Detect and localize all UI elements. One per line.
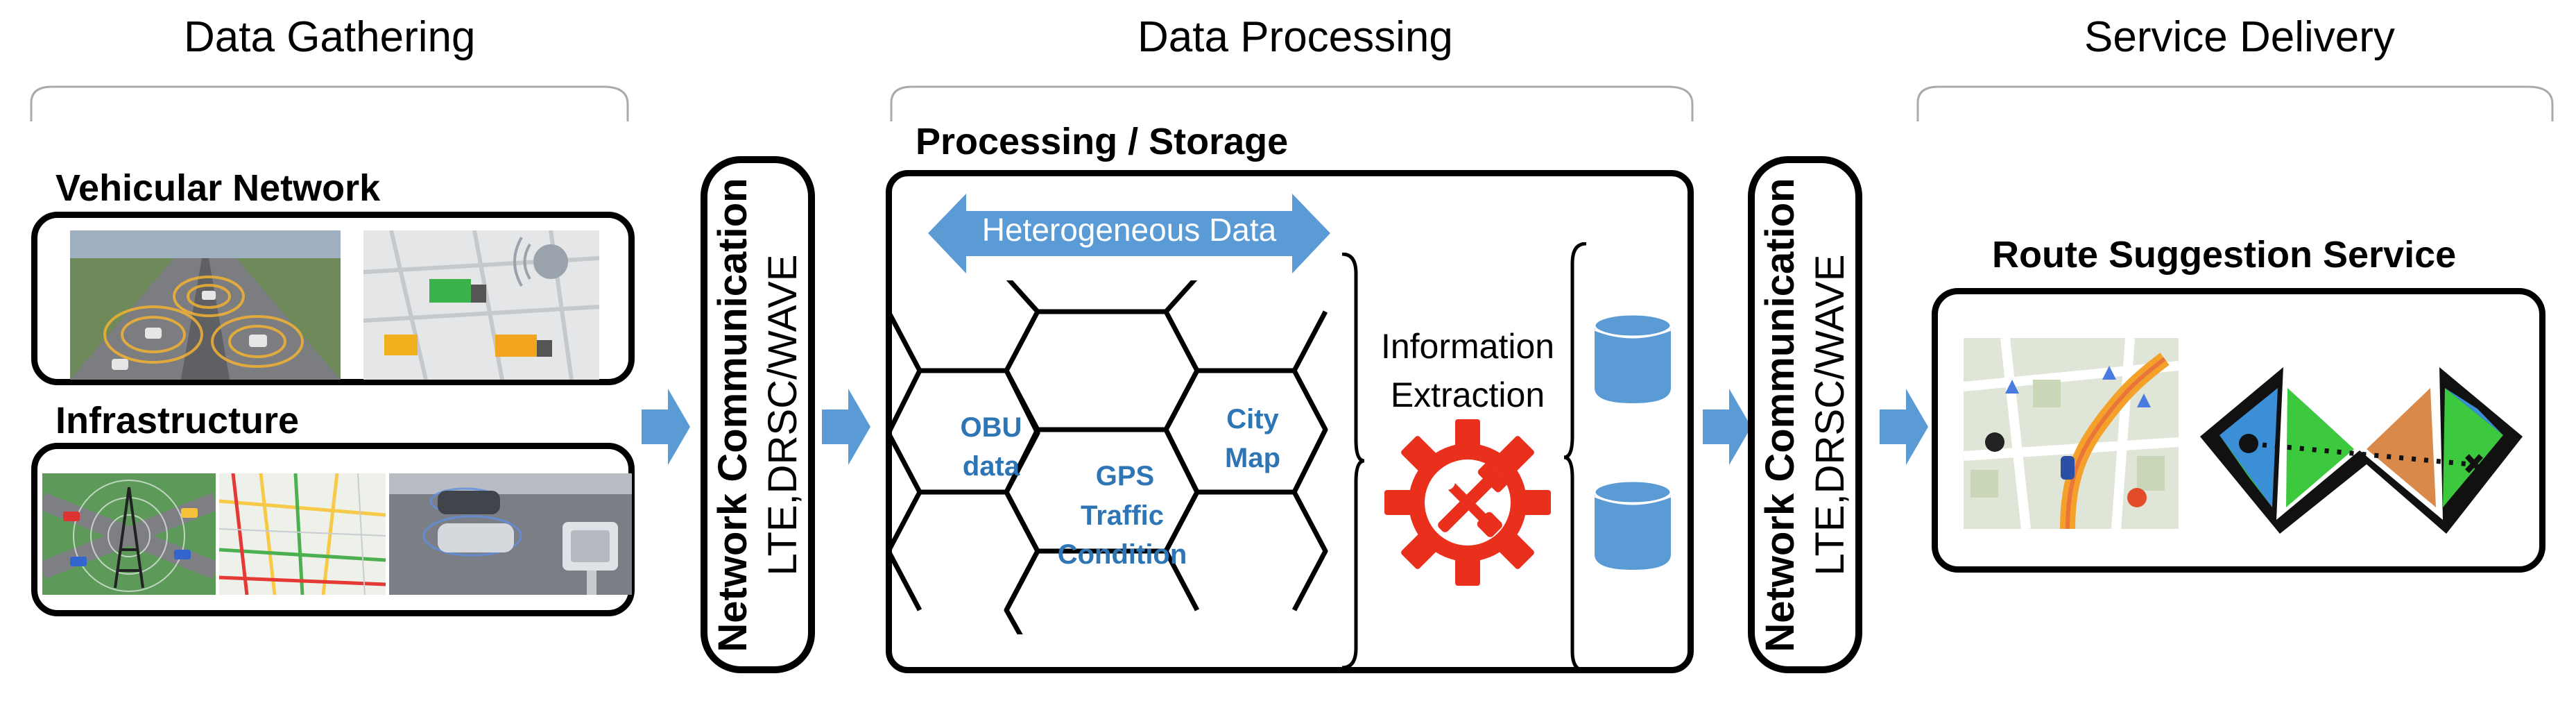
database-icon xyxy=(1593,313,1672,403)
network-title: Network Communication xyxy=(710,177,755,652)
hex-label-city-line2: Map xyxy=(1225,443,1280,473)
information-extraction-line2: Extraction xyxy=(1390,375,1545,414)
flow-arrow-4 xyxy=(1880,389,1928,465)
navigation-app-photo xyxy=(1964,338,2179,529)
hex-label-obu-line1: OBU xyxy=(960,412,1022,443)
stage-title-processing: Data Processing xyxy=(1137,13,1453,61)
network-communication-box-left: Network Communication LTE,DRSC/WAVE xyxy=(701,156,815,673)
highway-photo xyxy=(70,230,341,380)
hex-label-traffic: Traffic Condition xyxy=(1058,496,1187,574)
hex-label-traffic-line2: Condition xyxy=(1057,539,1187,570)
hex-label-obu-line2: data xyxy=(962,451,1020,482)
stage-title-delivery: Service Delivery xyxy=(2084,13,2395,61)
network-communication-text-left: Network Communication LTE,DRSC/WAVE xyxy=(708,172,808,658)
hex-grid xyxy=(892,280,1328,634)
network-protocols: LTE,DRSC/WAVE xyxy=(759,254,805,575)
heterogeneous-data-label: Heterogeneous Data xyxy=(981,212,1277,248)
processing-storage-box: Heterogeneous Data GPS OBU data City Map… xyxy=(886,170,1694,673)
information-extraction-line1: Information xyxy=(1380,327,1555,366)
brace-delivery xyxy=(1916,85,2554,121)
route-suggestion-box xyxy=(1932,288,2545,573)
heterogeneous-data-arrow xyxy=(928,194,1330,273)
network-protocols: LTE,DRSC/WAVE xyxy=(1807,254,1853,575)
processing-storage-label: Processing / Storage xyxy=(916,121,1289,162)
flow-arrow-2 xyxy=(822,389,870,465)
hex-label-obu: OBU data xyxy=(961,408,1022,486)
hex-label-traffic-line1: Traffic xyxy=(1080,500,1165,531)
network-communication-text-right: Network Communication LTE,DRSC/WAVE xyxy=(1755,172,1855,658)
brace-gathering xyxy=(30,85,629,121)
flow-arrow-1 xyxy=(642,389,690,465)
vehicles-map-photo xyxy=(363,230,599,380)
hex-label-city-line1: City xyxy=(1226,404,1279,434)
hex-gps xyxy=(1004,309,1200,432)
flow-arrow-3 xyxy=(1703,389,1751,465)
vehicular-network-label: Vehicular Network xyxy=(55,167,381,209)
hex-group-brace xyxy=(1341,253,1365,669)
infrastructure-box xyxy=(31,443,635,616)
cell-tower-photo xyxy=(42,473,216,595)
cars-sensor-photo xyxy=(389,473,632,595)
stage-braces xyxy=(30,85,2554,121)
hex-label-gps: GPS xyxy=(1095,461,1155,491)
hex-label-city: City Map xyxy=(1225,400,1280,478)
route-suggestion-label: Route Suggestion Service xyxy=(1992,234,2457,276)
infrastructure-label: Infrastructure xyxy=(55,400,300,441)
information-extraction-label: Information Extraction xyxy=(1364,322,1572,419)
traffic-map-photo xyxy=(219,473,386,595)
database-icon xyxy=(1593,480,1672,570)
vehicular-network-box xyxy=(31,212,635,385)
brace-processing xyxy=(890,85,1694,121)
storage-brace xyxy=(1563,242,1587,673)
network-communication-box-right: Network Communication LTE,DRSC/WAVE xyxy=(1748,156,1862,673)
folded-map-icon xyxy=(2200,367,2523,534)
gear-wrench-screwdriver-icon xyxy=(1384,419,1551,586)
network-title: Network Communication xyxy=(1757,177,1803,652)
stage-title-gathering: Data Gathering xyxy=(184,13,476,61)
